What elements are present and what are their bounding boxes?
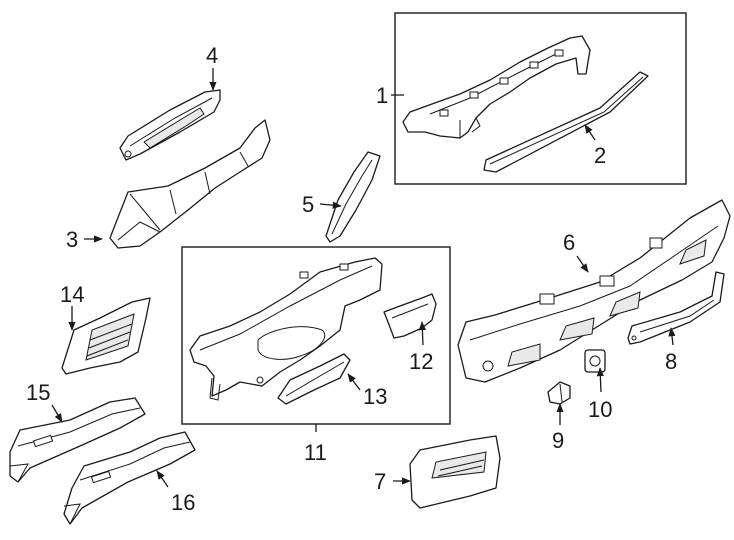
leader-12 [418, 321, 426, 346]
callout-5: 5 [302, 192, 314, 217]
part-12-bracket [383, 293, 437, 339]
part-8-trim-piece [627, 271, 725, 345]
leader-16 [156, 470, 169, 488]
part-4-vent-piece [119, 89, 221, 161]
leader-15 [51, 404, 63, 423]
part-14-vent [61, 297, 151, 375]
part-1-bracket [402, 35, 591, 139]
leader-6 [576, 255, 589, 273]
part-2-trim-strip [483, 71, 649, 173]
callout-10: 10 [588, 397, 612, 422]
part-11-carrier [189, 257, 383, 401]
callout-2: 2 [594, 143, 606, 168]
part-10-switch [584, 349, 606, 373]
callout-16: 16 [171, 490, 195, 515]
callout-7: 7 [374, 469, 386, 494]
callout-12: 12 [409, 349, 433, 374]
part-5-narrow-piece [325, 151, 381, 243]
callout-15: 15 [26, 380, 50, 405]
part-3-trim-panel [109, 119, 271, 249]
callout-4: 4 [206, 43, 218, 68]
part-7-vent-box [409, 435, 501, 509]
part-9-knob [547, 381, 571, 405]
part-6-dash-panel [457, 199, 731, 383]
callout-13: 13 [363, 384, 387, 409]
callout-6: 6 [563, 230, 575, 255]
group-box-1-2 [394, 12, 687, 185]
part-16-lower-panel [63, 431, 196, 525]
leader-5 [319, 201, 342, 209]
callout-9: 9 [552, 428, 564, 453]
callout-3: 3 [66, 227, 78, 252]
leader-8 [668, 327, 676, 346]
leader-13 [347, 373, 361, 391]
leader-10 [596, 367, 604, 393]
callout-8: 8 [665, 349, 677, 374]
callout-14: 14 [60, 282, 84, 307]
callout-11: 11 [304, 440, 327, 465]
callout-1: 1 [376, 83, 388, 108]
leader-2 [584, 124, 596, 141]
part-13-trim-piece [277, 353, 351, 405]
